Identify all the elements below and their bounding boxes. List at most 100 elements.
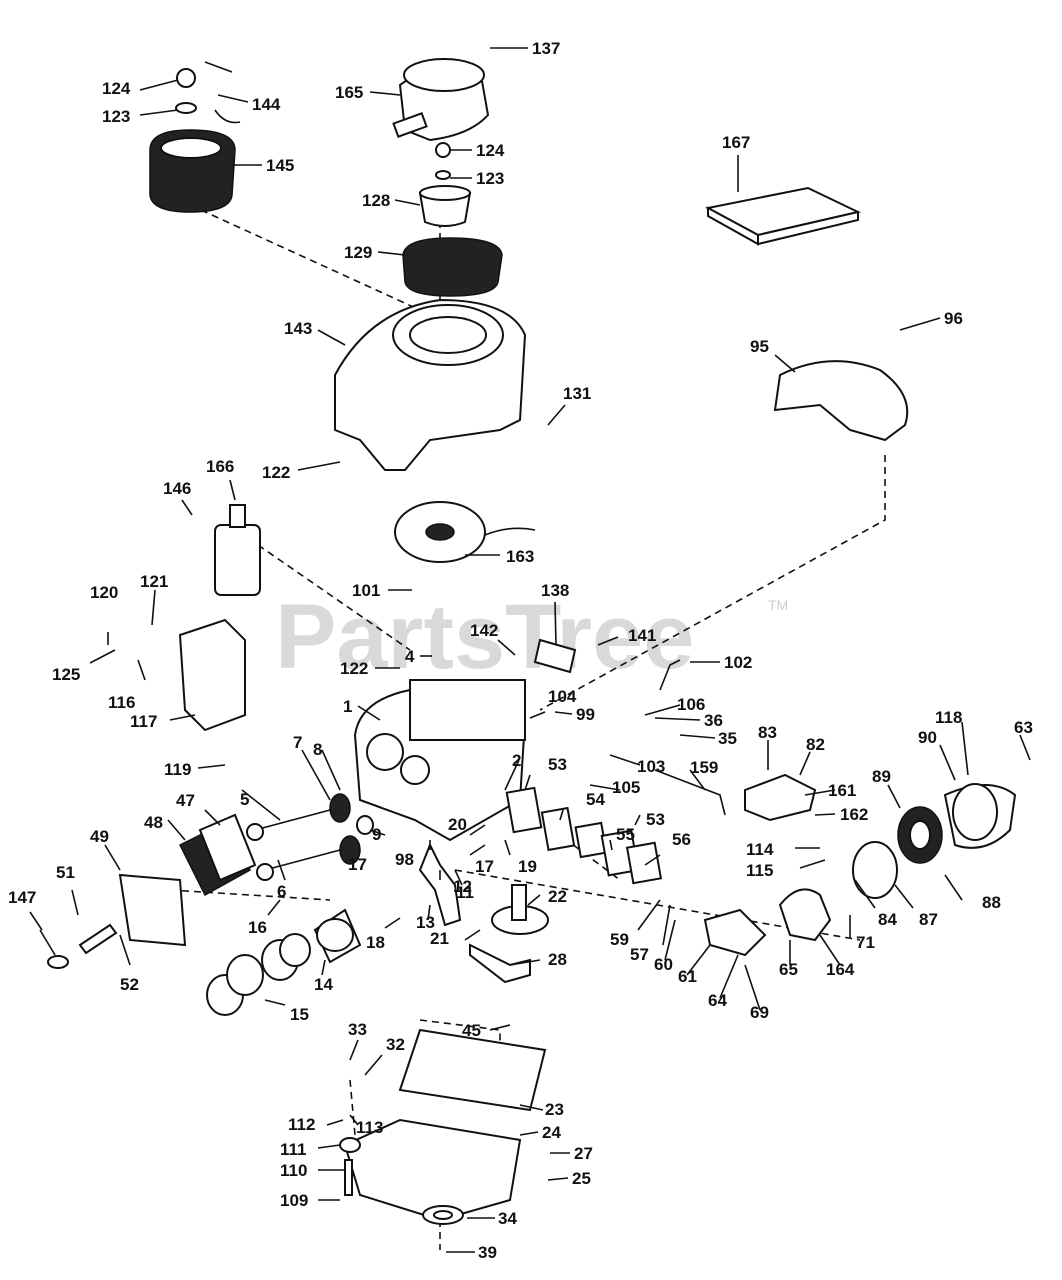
callout-49: 49 <box>90 827 109 846</box>
callout-161: 161 <box>828 781 856 800</box>
callout-115: 115 <box>746 861 773 880</box>
callout-16: 16 <box>248 918 267 937</box>
cup-128 <box>418 185 472 227</box>
cover-87 <box>852 841 898 899</box>
blower-housing-143 <box>334 298 527 471</box>
callout-21: 21 <box>430 929 449 948</box>
callout-116: 116 <box>108 693 135 712</box>
callout-110: 110 <box>280 1161 307 1180</box>
callout-124: 124 <box>476 141 505 160</box>
baffle-95 <box>773 360 909 442</box>
rotating-screen-145 <box>149 129 236 213</box>
oil-pan-23 <box>343 1028 547 1222</box>
callout-5: 5 <box>240 790 249 809</box>
callout-8: 8 <box>313 740 322 759</box>
callout-109: 109 <box>280 1191 308 1210</box>
head-47-48 <box>178 813 257 897</box>
callout-144: 144 <box>252 95 281 114</box>
callout-11: 11 <box>456 883 474 902</box>
callout-138: 138 <box>541 581 569 600</box>
callout-143: 143 <box>284 319 312 338</box>
callout-122: 122 <box>262 463 290 482</box>
carburetor-65 <box>778 888 832 942</box>
piston-14 <box>313 908 362 964</box>
callout-71: 71 <box>856 933 875 952</box>
washer-123a <box>175 102 197 114</box>
callout-121: 121 <box>140 572 168 591</box>
callout-27: 27 <box>574 1144 593 1163</box>
callout-47: 47 <box>176 791 195 810</box>
bracket-117 <box>178 618 246 732</box>
callout-52: 52 <box>120 975 139 994</box>
tube-159 <box>654 769 726 816</box>
washer-123b <box>435 170 451 180</box>
callout-69: 69 <box>750 1003 769 1022</box>
callout-96: 96 <box>944 309 963 328</box>
callout-53: 53 <box>548 755 567 774</box>
callout-28: 28 <box>548 950 567 969</box>
callout-98: 98 <box>395 850 414 869</box>
callout-54: 54 <box>586 790 605 809</box>
plate-49 <box>118 873 187 947</box>
callout-9: 9 <box>372 825 381 844</box>
callout-36: 36 <box>704 711 723 730</box>
trademark-mark: TM <box>768 597 788 613</box>
callout-146: 146 <box>163 479 191 498</box>
callout-6: 6 <box>277 882 286 901</box>
callout-103: 103 <box>637 757 665 776</box>
callout-124: 124 <box>102 79 131 98</box>
callout-59: 59 <box>610 930 629 949</box>
callout-32: 32 <box>386 1035 405 1054</box>
partstree-watermark: PartsTree <box>275 586 694 688</box>
callout-125: 125 <box>52 665 80 684</box>
callout-123: 123 <box>476 169 504 188</box>
air-filter-167 <box>705 186 862 246</box>
valves-5-6 <box>246 809 341 881</box>
callout-4: 4 <box>405 647 415 666</box>
callout-33: 33 <box>348 1020 367 1039</box>
callout-12: 12 <box>453 877 472 896</box>
callout-17: 17 <box>348 855 367 874</box>
callout-131: 131 <box>563 384 591 403</box>
callout-128: 128 <box>362 191 390 210</box>
callout-84: 84 <box>878 910 897 929</box>
callout-142: 142 <box>470 621 498 640</box>
callout-23: 23 <box>545 1100 564 1119</box>
callout-20: 20 <box>448 815 467 834</box>
callout-111: 111 <box>280 1140 307 1159</box>
callout-57: 57 <box>630 945 649 964</box>
filter-89 <box>897 806 943 864</box>
governor-110 <box>339 1137 361 1196</box>
gaskets-53-56 <box>505 786 663 885</box>
callout-159: 159 <box>690 758 718 777</box>
callout-22: 22 <box>548 887 567 906</box>
spark-plug-52 <box>78 923 118 955</box>
callout-102: 102 <box>724 653 752 672</box>
callout-89: 89 <box>872 767 891 786</box>
callout-167: 167 <box>722 133 750 152</box>
callout-95: 95 <box>750 337 769 356</box>
callout-51: 51 <box>56 863 75 882</box>
callout-166: 166 <box>206 457 234 476</box>
callout-83: 83 <box>758 723 777 742</box>
callout-163: 163 <box>506 547 534 566</box>
callout-7: 7 <box>293 733 302 752</box>
callout-164: 164 <box>826 960 855 979</box>
rings-15 <box>206 933 311 1016</box>
clip-144 <box>204 61 241 124</box>
gear-22 <box>491 884 549 935</box>
flywheel-163 <box>394 501 536 563</box>
callout-labels: 137 124 144 123 165 145 124 123 167 128 … <box>8 39 1033 1262</box>
callout-15: 15 <box>290 1005 309 1024</box>
callout-162: 162 <box>840 805 868 824</box>
callout-18: 18 <box>366 933 385 952</box>
callout-105: 105 <box>612 778 640 797</box>
screen-129 <box>402 237 503 297</box>
callout-113: 113 <box>356 1118 383 1137</box>
callout-145: 145 <box>266 156 294 175</box>
seal-34 <box>422 1205 464 1225</box>
callout-117: 117 <box>130 712 157 731</box>
recoil-starter-165 <box>392 58 490 142</box>
callout-118: 118 <box>935 708 962 727</box>
